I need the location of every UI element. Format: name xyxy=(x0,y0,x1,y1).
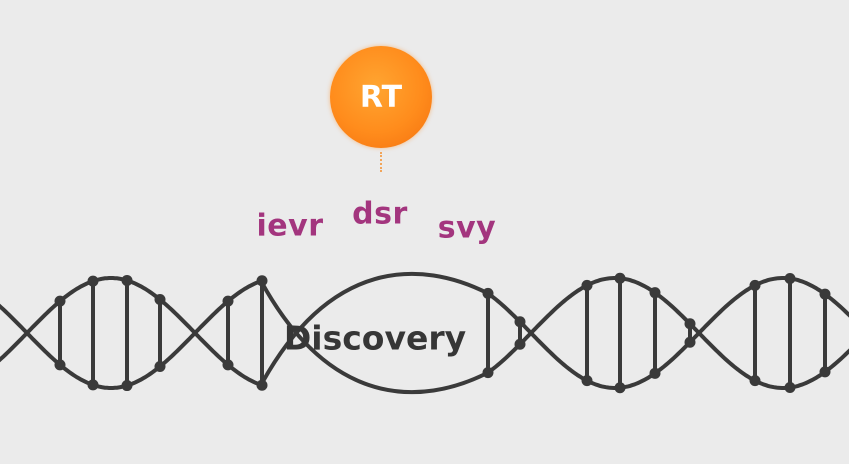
label-ievr: ievr xyxy=(256,208,324,244)
base-pair-node xyxy=(54,359,66,371)
dotted-connector xyxy=(380,152,382,172)
base-pair-node xyxy=(154,294,166,306)
base-pair-node xyxy=(784,272,796,284)
base-pair-node xyxy=(581,375,593,387)
base-pair-node xyxy=(649,367,661,379)
base-pair-node xyxy=(514,338,526,350)
base-pair-node xyxy=(819,366,831,378)
base-pair-node xyxy=(222,295,234,307)
base-pair-node xyxy=(684,336,696,348)
base-pair-node xyxy=(154,360,166,372)
base-pair-node xyxy=(581,279,593,291)
discovery-label: Discovery xyxy=(283,318,467,358)
rt-badge: RT xyxy=(330,46,432,148)
base-pair-node xyxy=(482,367,494,379)
label-dsr: dsr xyxy=(352,196,408,232)
base-pair-node xyxy=(256,379,268,391)
rt-badge-label: RT xyxy=(359,79,403,115)
base-pair-node xyxy=(256,275,268,287)
base-pair-node xyxy=(614,382,626,394)
base-pair-node xyxy=(684,318,696,330)
base-pair-node xyxy=(482,287,494,299)
base-pair-node xyxy=(87,379,99,391)
base-pair-node xyxy=(87,275,99,287)
base-pair-node xyxy=(749,279,761,291)
base-pair-node xyxy=(514,316,526,328)
base-pair-node xyxy=(614,272,626,284)
base-pair-node xyxy=(749,375,761,387)
base-pair-node xyxy=(121,380,133,392)
base-pair-node xyxy=(784,382,796,394)
base-pair-node xyxy=(819,288,831,300)
base-pair-node xyxy=(121,274,133,286)
label-svy: svy xyxy=(437,210,497,246)
base-pair-node xyxy=(222,359,234,371)
base-pair-node xyxy=(54,295,66,307)
base-pair-node xyxy=(649,287,661,299)
